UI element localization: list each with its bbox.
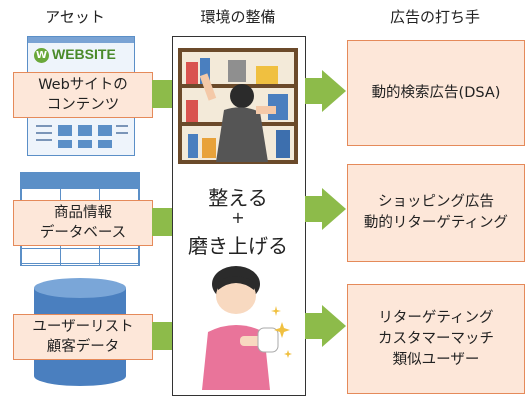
website-logo-icon: W: [34, 48, 49, 63]
left-connector-3: [152, 322, 172, 350]
source-label-line2: 顧客データ: [46, 339, 120, 355]
center-text-organize: 整える: [208, 186, 268, 210]
strategy-label: 類似ユーザー: [392, 351, 480, 368]
source-label-line1: 商品情報: [54, 205, 112, 221]
source-box-product-db: 商品情報 データベース: [13, 200, 153, 246]
website-banner: WEBSITE: [52, 46, 116, 62]
shelf-organizing-illustration: [178, 48, 298, 164]
source-box-website: Webサイトの コンテンツ: [13, 72, 153, 118]
source-label-line2: データベース: [39, 225, 127, 241]
right-arrow-head-2: [322, 188, 346, 230]
header-environment: 環境の整備: [200, 8, 276, 26]
strategy-label: ショッピング広告: [377, 194, 494, 210]
strategy-label: カスタマーマッチ: [378, 330, 494, 347]
right-arrow-shaft-2: [305, 196, 325, 222]
left-connector-2: [152, 208, 172, 236]
cleaning-illustration: [202, 266, 292, 390]
source-label-line2: コンテンツ: [46, 97, 120, 113]
right-arrow-head-3: [322, 305, 346, 347]
source-label-line1: ユーザーリスト: [32, 319, 134, 335]
header-assets: アセット: [45, 8, 105, 26]
strategy-label: 動的検索広告(DSA): [371, 84, 501, 101]
header-strategy: 広告の打ち手: [389, 8, 480, 26]
center-text-polish: 磨き上げる: [188, 234, 288, 258]
strategy-box-retargeting: リターゲティング カスタマーマッチ 類似ユーザー: [347, 284, 525, 394]
left-connector-1: [152, 80, 172, 108]
strategy-box-shopping: ショッピング広告 動的リターゲティング: [347, 164, 525, 262]
right-arrow-shaft-1: [305, 78, 325, 104]
source-box-user-list: ユーザーリスト 顧客データ: [13, 314, 153, 360]
strategy-box-dsa: 動的検索広告(DSA): [347, 40, 525, 146]
source-label-line1: Webサイトの: [38, 77, 128, 93]
center-text-plus: +: [231, 208, 245, 227]
strategy-label: リターゲティング: [378, 309, 494, 326]
right-arrow-shaft-3: [305, 313, 325, 339]
strategy-label: 動的リターゲティング: [363, 215, 509, 231]
right-arrow-head-1: [322, 70, 346, 112]
